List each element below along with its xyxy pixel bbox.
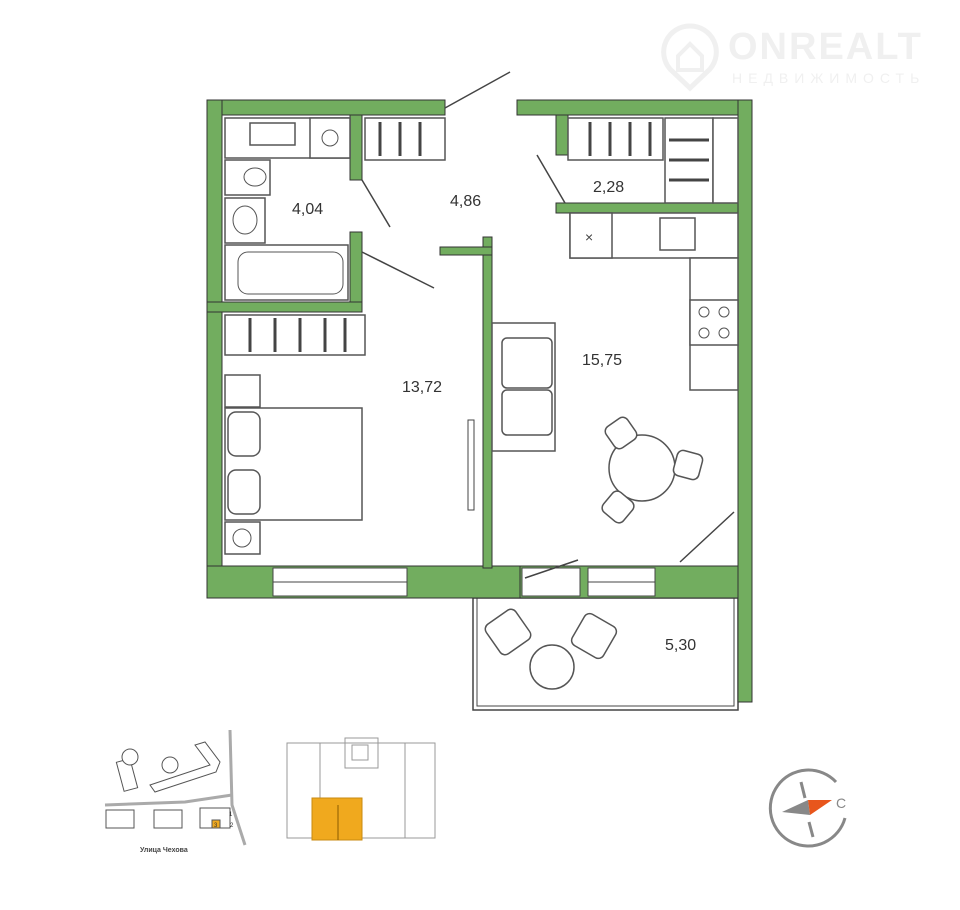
- washing-machine-icon: [309, 117, 351, 159]
- windows: [272, 419, 656, 597]
- svg-text:С: С: [836, 795, 846, 811]
- area-kitchen-living: 15,75: [582, 352, 622, 369]
- bed-icon: [224, 374, 363, 555]
- balcony-furniture: [484, 608, 618, 690]
- section-1: 1: [229, 812, 233, 818]
- logo-subtitle: НЕДВИЖИМОСТЬ: [732, 70, 926, 86]
- sofa-icon: [491, 322, 556, 452]
- section-2: 2: [230, 823, 234, 829]
- area-storage: 2,28: [593, 179, 624, 196]
- logo-name: ONREALT: [728, 26, 923, 68]
- svg-text:×: ×: [585, 229, 593, 245]
- floor-key-plan: [286, 737, 436, 841]
- stove-icon: [689, 299, 739, 346]
- area-bathroom: 4,04: [292, 201, 323, 218]
- site-plan: 1 2 3: [104, 729, 247, 846]
- section-3: 3: [214, 823, 218, 829]
- wardrobes: [224, 117, 739, 356]
- door-swings: [361, 71, 735, 579]
- dining-table-icon: [601, 416, 704, 524]
- kitchen-sink-icon: [659, 217, 696, 251]
- area-hallway: 4,86: [450, 193, 481, 210]
- area-bedroom: 13,72: [402, 379, 442, 396]
- compass-icon: С: [768, 768, 847, 848]
- area-balcony: 5,30: [665, 637, 696, 654]
- bathroom-fixtures: [224, 117, 351, 301]
- kitchen-fixtures: ×: [569, 212, 739, 391]
- street-label: Улица Чехова: [140, 847, 188, 854]
- house-pin-icon: [661, 23, 719, 92]
